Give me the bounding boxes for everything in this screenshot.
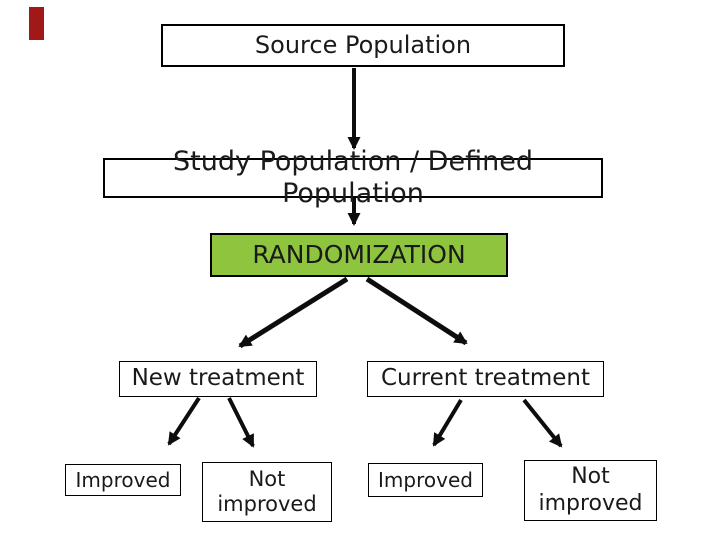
new-treatment-label: New treatment (131, 365, 305, 392)
arrow-current-treatment-to-not-improved (522, 398, 563, 448)
randomization-box: RANDOMIZATION (210, 233, 508, 277)
new-improved-box: Improved (65, 464, 181, 496)
current-improved-box: Improved (368, 463, 483, 497)
current-treatment-label: Current treatment (380, 365, 591, 392)
arrow-randomization-to-new-treatment (238, 276, 349, 349)
arrow-new-treatment-to-improved (167, 396, 201, 446)
arrow-current-treatment-to-improved (432, 398, 463, 447)
arrow-new-treatment-to-not-improved (227, 397, 255, 448)
new-improved-label: Improved (75, 468, 171, 492)
current-improved-label: Improved (378, 468, 473, 492)
new-treatment-box: New treatment (119, 361, 317, 397)
randomization-label: RANDOMIZATION (252, 240, 466, 269)
new-not-improved-label: Not improved (217, 466, 317, 516)
study-population-label: Study Population / Defined Population (173, 145, 533, 209)
arrow-randomization-to-current-treatment (365, 276, 468, 346)
new-not-improved-box: Not improved (202, 462, 332, 522)
current-treatment-box: Current treatment (367, 361, 604, 397)
source-population-label: Source Population (254, 31, 472, 60)
source-population-box: Source Population (161, 24, 565, 67)
template-accent-bar (29, 7, 44, 40)
current-not-improved-label: Not improved (538, 464, 643, 516)
study-population-box: Study Population / Defined Population (103, 146, 603, 209)
current-not-improved-box: Not improved (524, 460, 657, 521)
